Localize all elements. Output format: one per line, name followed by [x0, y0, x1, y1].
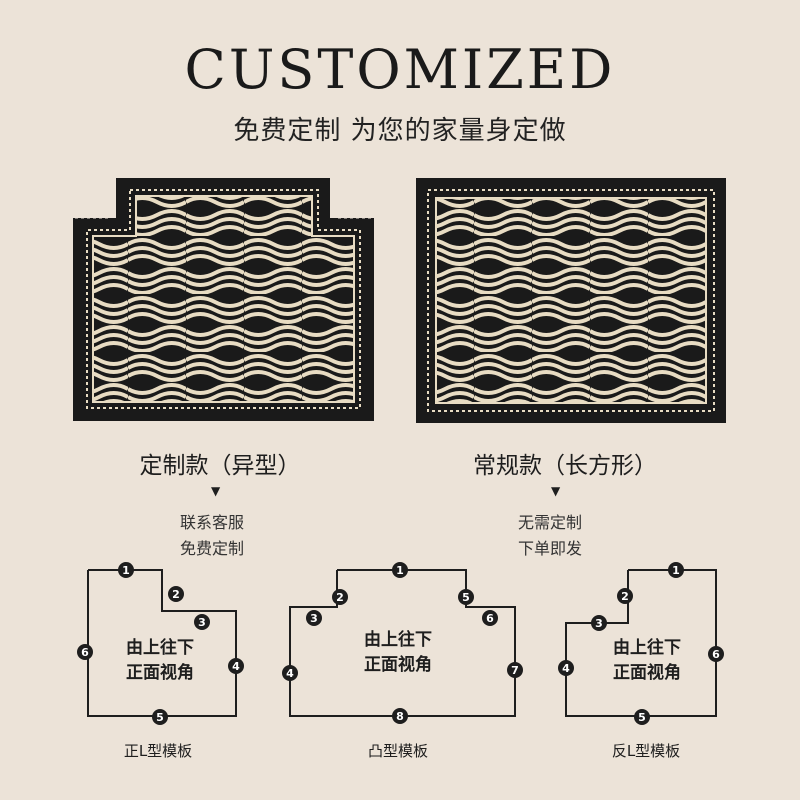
down-triangle-icon: ▼ [211, 484, 221, 498]
svg-text:2: 2 [172, 588, 180, 601]
template-marker: 5 [634, 709, 650, 725]
svg-text:7: 7 [511, 664, 519, 677]
custom-rug-image [73, 178, 374, 421]
custom-rug-caption: 定制款（异型） [139, 453, 301, 479]
template-marker: 1 [668, 562, 684, 578]
template-marker: 4 [228, 658, 244, 674]
svg-text:4: 4 [232, 660, 240, 673]
template-marker: 5 [152, 709, 168, 725]
template-marker: 2 [168, 586, 184, 602]
down-triangle-icon: ▼ [551, 484, 561, 498]
svg-text:6: 6 [81, 646, 89, 659]
svg-text:6: 6 [486, 612, 494, 625]
convex-template-view-note: 由上往下 正面视角 [343, 628, 453, 678]
template-marker: 2 [332, 589, 348, 605]
svg-text:4: 4 [562, 662, 570, 675]
template-marker: 1 [118, 562, 134, 578]
convex-template-outline [289, 569, 516, 717]
rectangle-rug-note: 无需定制 下单即发 [518, 510, 582, 562]
svg-text:4: 4 [286, 667, 294, 680]
note-line: 联系客服 [180, 513, 245, 532]
template-marker: 4 [558, 660, 574, 676]
svg-text:5: 5 [156, 711, 164, 724]
svg-text:6: 6 [712, 648, 720, 661]
svg-text:2: 2 [336, 591, 344, 604]
template-marker: 8 [392, 708, 408, 724]
reverse-l-template-label: 反L型模板 [611, 742, 681, 760]
reverse-l-template-outline [565, 569, 717, 717]
template-marker: 6 [77, 644, 93, 660]
template-marker: 5 [458, 589, 474, 605]
page-title: CUSTOMIZED [184, 38, 616, 101]
view-note-line: 正面视角 [126, 663, 194, 683]
l-template-label: 正L型模板 [123, 742, 193, 760]
view-note-line: 正面视角 [613, 663, 681, 683]
svg-text:1: 1 [122, 564, 130, 577]
l-template-outline [87, 569, 237, 717]
svg-text:8: 8 [396, 710, 404, 723]
view-note-line: 由上往下 [126, 638, 194, 658]
reverse-l-template-view-note: 由上往下 正面视角 [592, 636, 702, 686]
template-marker: 6 [708, 646, 724, 662]
template-marker: 3 [591, 615, 607, 631]
svg-text:1: 1 [396, 564, 404, 577]
view-note-line: 由上往下 [364, 630, 432, 650]
template-marker: 1 [392, 562, 408, 578]
l-template-view-note: 由上往下 正面视角 [105, 636, 215, 686]
svg-text:3: 3 [595, 617, 603, 630]
note-line: 下单即发 [518, 539, 583, 558]
view-note-line: 正面视角 [364, 655, 432, 675]
custom-rug-note: 联系客服 免费定制 [180, 510, 244, 562]
template-marker: 2 [617, 588, 633, 604]
svg-text:5: 5 [462, 591, 470, 604]
rectangle-rug-caption: 常规款（长方形） [473, 453, 657, 479]
svg-text:3: 3 [198, 616, 206, 629]
template-marker: 4 [282, 665, 298, 681]
svg-text:2: 2 [621, 590, 629, 603]
page-subtitle: 免费定制 为您的家量身定做 [233, 116, 567, 146]
rectangle-rug-image [416, 178, 726, 423]
note-line: 无需定制 [518, 513, 583, 532]
template-marker: 3 [306, 610, 322, 626]
svg-text:5: 5 [638, 711, 646, 724]
template-marker: 6 [482, 610, 498, 626]
svg-text:1: 1 [672, 564, 680, 577]
template-marker: 3 [194, 614, 210, 630]
note-line: 免费定制 [180, 539, 245, 558]
convex-template-label: 凸型模板 [367, 742, 428, 760]
template-marker: 7 [507, 662, 523, 678]
view-note-line: 由上往下 [613, 638, 681, 658]
svg-text:3: 3 [310, 612, 318, 625]
